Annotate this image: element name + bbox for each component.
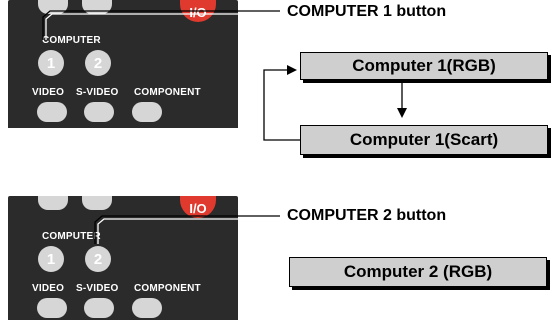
remote-top-button-right[interactable]: [82, 196, 112, 210]
computer-2-button[interactable]: 2: [85, 246, 111, 272]
computer-1-scart-box: Computer 1(Scart): [300, 125, 548, 155]
component-button[interactable]: [132, 102, 162, 122]
computer-1-callout: COMPUTER 1 button: [287, 3, 447, 20]
component-label: COMPONENT: [134, 87, 201, 98]
svideo-label: S-VIDEO: [76, 87, 119, 98]
component-label: COMPONENT: [134, 283, 201, 294]
power-label: I/O: [189, 201, 207, 216]
computer-2-callout: COMPUTER 2 button: [287, 207, 447, 224]
loop-back-head: [287, 65, 297, 75]
computer-2-rgb-box: Computer 2 (RGB): [289, 257, 547, 287]
svideo-label: S-VIDEO: [76, 283, 119, 294]
computer-1-button[interactable]: 1: [38, 246, 64, 272]
computer-1-button-label: 1: [46, 250, 56, 268]
computer-1-button-label: 1: [46, 54, 56, 72]
video-label: VIDEO: [32, 283, 65, 294]
computer-2-button-label: 2: [93, 54, 103, 72]
remote-control-bottom: I/O COMPUTER 1 2 VIDEO S-VIDEO COMPONENT: [8, 196, 238, 320]
computer-label: COMPUTER: [42, 231, 101, 242]
remote-control-top: I/O COMPUTER 1 2 VIDEO S-VIDEO COMPONENT: [8, 0, 238, 128]
video-button[interactable]: [37, 102, 67, 122]
remote-top-button-left[interactable]: [38, 0, 68, 14]
svideo-button[interactable]: [84, 102, 114, 122]
power-button[interactable]: I/O: [180, 196, 216, 218]
component-button[interactable]: [132, 298, 162, 318]
computer-1-rgb-box: Computer 1(RGB): [300, 52, 548, 80]
arrow-down-head: [397, 108, 407, 118]
video-button[interactable]: [37, 298, 67, 318]
computer-1-button[interactable]: 1: [38, 50, 64, 76]
computer-2-button-label: 2: [93, 250, 103, 268]
svideo-button[interactable]: [84, 298, 114, 318]
computer-2-button[interactable]: 2: [85, 50, 111, 76]
remote-top-button-right[interactable]: [82, 0, 112, 14]
power-label: I/O: [189, 5, 207, 20]
power-button[interactable]: I/O: [180, 0, 216, 22]
loop-back-line: [263, 69, 300, 141]
remote-top-button-left[interactable]: [38, 196, 68, 210]
computer-label: COMPUTER: [42, 35, 101, 46]
video-label: VIDEO: [32, 87, 65, 98]
